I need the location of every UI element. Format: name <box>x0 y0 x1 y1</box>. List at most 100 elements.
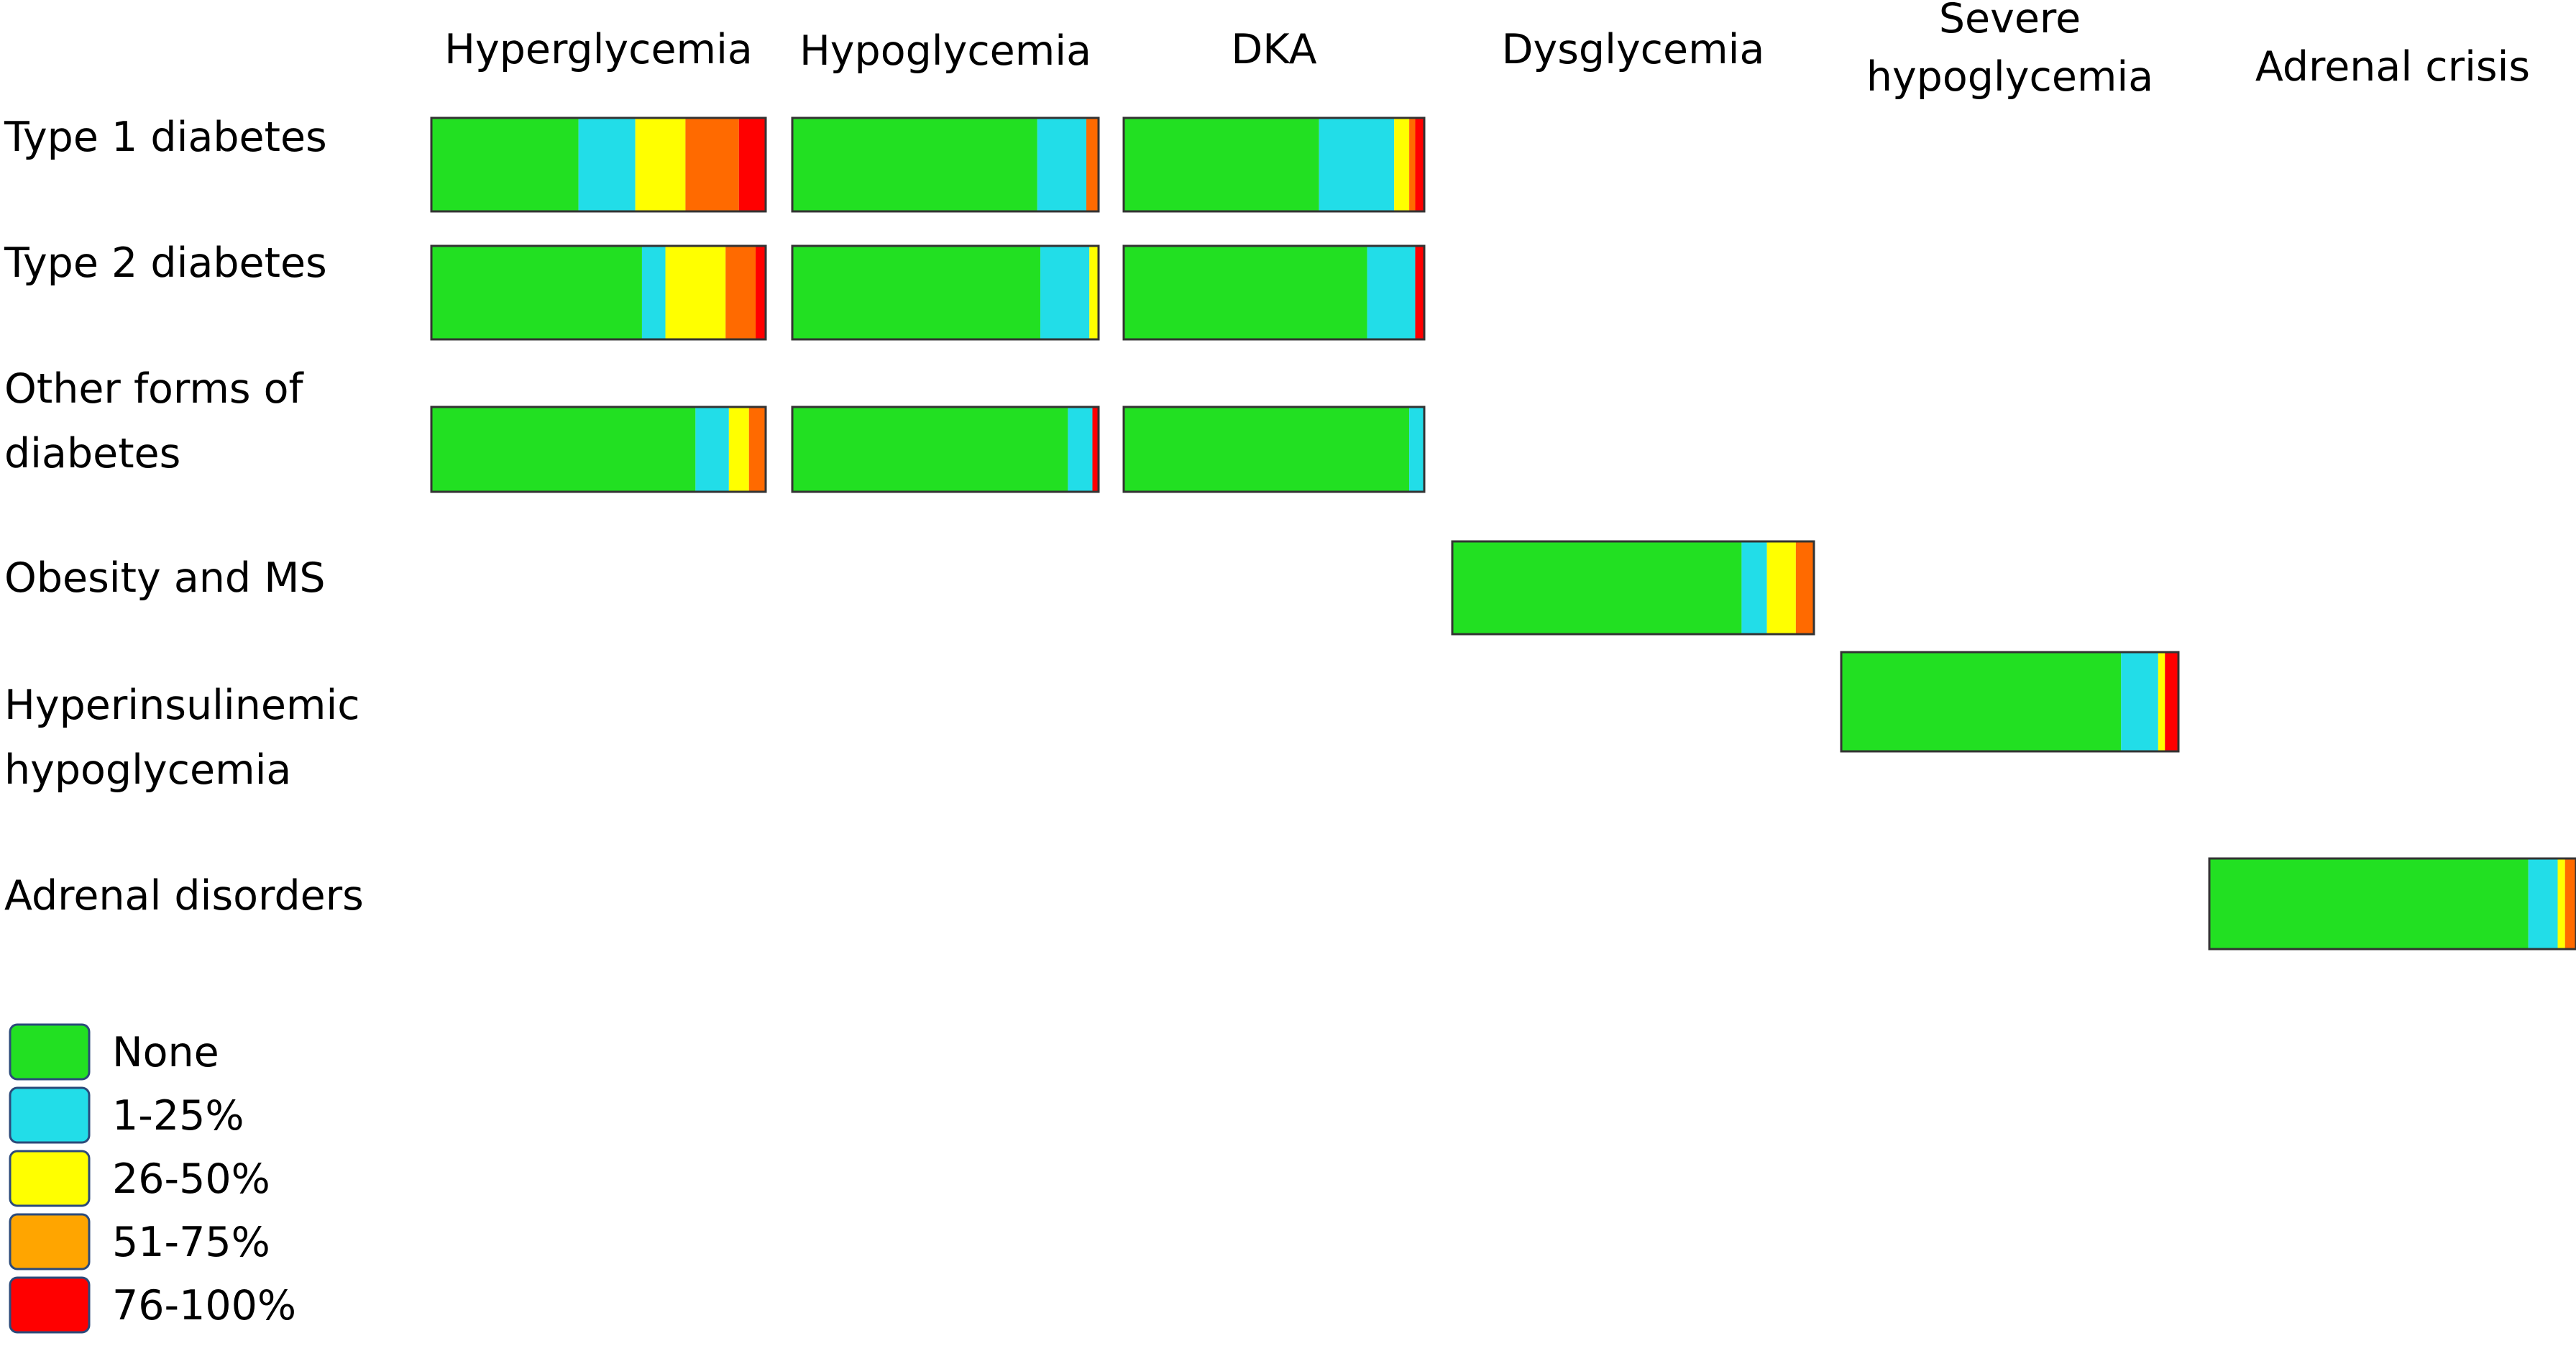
legend-label-p51-75: 51-75% <box>112 1219 270 1266</box>
segment-type-2-diabetes-hyperglycemia-p76-100 <box>756 246 766 339</box>
legend-label-none: None <box>112 1029 219 1076</box>
segment-type-1-diabetes-hyperglycemia-p1-25 <box>578 118 636 211</box>
bar-adrenal-disorders-adrenal-crisis <box>2208 857 2576 951</box>
segment-type-2-diabetes-hyperglycemia-p26-50 <box>665 246 726 339</box>
segment-other-forms-of-diabetes-hyperglycemia-p26-50 <box>728 407 749 492</box>
segment-type-2-diabetes-dka-p1-25 <box>1367 246 1416 339</box>
bar-obesity-and-ms-dysglycemia <box>1451 540 1815 636</box>
bar-other-forms-of-diabetes-hyperglycemia <box>430 406 767 493</box>
legend-item-p26-50: 26-50% <box>9 1150 270 1207</box>
segment-type-2-diabetes-hyperglycemia-p51-75 <box>725 246 756 339</box>
bar-outline-hyperinsulinemic-hypoglycemia-severe-hypoglycemia <box>1840 651 2180 753</box>
legend-swatch-p26-50 <box>9 1150 91 1207</box>
bar-hyperinsulinemic-hypoglycemia-severe-hypoglycemia <box>1840 651 2180 753</box>
segment-other-forms-of-diabetes-hypoglycemia-p76-100 <box>1092 407 1099 492</box>
row-label-other-forms-of-diabetes-line-1: Other forms of <box>4 365 305 413</box>
bar-outline-type-1-diabetes-dka <box>1122 116 1426 213</box>
segment-type-1-diabetes-dka-p1-25 <box>1319 118 1395 211</box>
segment-type-1-diabetes-hypoglycemia-p1-25 <box>1037 118 1086 211</box>
segment-type-2-diabetes-hypoglycemia-none <box>792 246 1041 339</box>
segment-other-forms-of-diabetes-hyperglycemia-none <box>431 407 696 492</box>
segment-type-1-diabetes-hypoglycemia-none <box>792 118 1037 211</box>
segment-adrenal-disorders-adrenal-crisis-p1-25 <box>2528 858 2558 949</box>
row-label-other-forms-of-diabetes-line-2: diabetes <box>4 430 180 477</box>
column-header-severe-hypoglycemia-line-1: Severe <box>1939 0 2081 42</box>
segment-type-2-diabetes-dka-p76-100 <box>1415 246 1424 339</box>
bar-type-2-diabetes-hypoglycemia <box>791 244 1100 341</box>
bar-type-2-diabetes-dka <box>1122 244 1426 341</box>
segment-type-2-diabetes-dka-none <box>1124 246 1367 339</box>
legend-label-p26-50: 26-50% <box>112 1155 270 1203</box>
segment-type-2-diabetes-hypoglycemia-p1-25 <box>1040 246 1090 339</box>
bar-outline-type-2-diabetes-dka <box>1122 244 1426 341</box>
segment-obesity-and-ms-dysglycemia-p26-50 <box>1766 541 1796 634</box>
row-label-type-1-diabetes: Type 1 diabetes <box>4 114 327 161</box>
bar-outline-type-2-diabetes-hyperglycemia <box>430 244 767 341</box>
segment-type-1-diabetes-hyperglycemia-p76-100 <box>738 118 766 211</box>
segment-type-2-diabetes-hypoglycemia-p26-50 <box>1089 246 1099 339</box>
segment-type-1-diabetes-dka-p51-75 <box>1409 118 1416 211</box>
segment-hyperinsulinemic-hypoglycemia-severe-hypoglycemia-p76-100 <box>2165 652 2178 751</box>
column-header-hypoglycemia: Hypoglycemia <box>799 27 1091 75</box>
bar-type-1-diabetes-dka <box>1122 116 1426 213</box>
bar-outline-other-forms-of-diabetes-hypoglycemia <box>791 406 1100 493</box>
legend: None 1-25% 26-50% 51-75% 76-100% <box>9 1023 296 1334</box>
column-headers: Hyperglycemia Hypoglycemia DKA Dysglycemia S… <box>444 0 2530 101</box>
column-header-hyperglycemia: Hyperglycemia <box>444 26 753 73</box>
segment-type-1-diabetes-hyperglycemia-p26-50 <box>635 118 686 211</box>
bar-type-1-diabetes-hypoglycemia <box>791 116 1100 213</box>
segment-obesity-and-ms-dysglycemia-p1-25 <box>1741 541 1767 634</box>
bar-type-1-diabetes-hyperglycemia <box>430 116 767 213</box>
bar-outline-type-2-diabetes-hypoglycemia <box>791 244 1100 341</box>
legend-item-none: None <box>9 1023 219 1081</box>
bar-outline-adrenal-disorders-adrenal-crisis <box>2208 857 2576 951</box>
column-header-adrenal-crisis: Adrenal crisis <box>2255 43 2530 91</box>
segment-type-1-diabetes-hypoglycemia-p51-75 <box>1086 118 1099 211</box>
legend-swatch-p1-25 <box>9 1086 91 1144</box>
segment-hyperinsulinemic-hypoglycemia-severe-hypoglycemia-none <box>1841 652 2122 751</box>
row-label-adrenal-disorders: Adrenal disorders <box>4 872 364 920</box>
segment-other-forms-of-diabetes-hyperglycemia-p1-25 <box>695 407 729 492</box>
segment-obesity-and-ms-dysglycemia-none <box>1452 541 1742 634</box>
legend-swatch-p51-75 <box>9 1213 91 1270</box>
segment-adrenal-disorders-adrenal-crisis-p26-50 <box>2557 858 2565 949</box>
row-label-type-2-diabetes: Type 2 diabetes <box>4 239 327 287</box>
bar-outline-obesity-and-ms-dysglycemia <box>1451 540 1815 636</box>
legend-item-p51-75: 51-75% <box>9 1213 270 1270</box>
segment-other-forms-of-diabetes-hyperglycemia-p51-75 <box>748 407 766 492</box>
segment-type-1-diabetes-hyperglycemia-p51-75 <box>685 118 739 211</box>
segment-type-1-diabetes-dka-p26-50 <box>1394 118 1410 211</box>
segment-other-forms-of-diabetes-dka-p1-25 <box>1409 407 1424 492</box>
legend-label-p1-25: 1-25% <box>112 1092 244 1140</box>
column-header-dka: DKA <box>1231 26 1316 73</box>
row-label-obesity-and-ms: Obesity and MS <box>4 554 326 602</box>
segment-type-1-diabetes-hyperglycemia-none <box>431 118 579 211</box>
segment-other-forms-of-diabetes-hypoglycemia-p1-25 <box>1068 407 1093 492</box>
segment-type-2-diabetes-hyperglycemia-none <box>431 246 642 339</box>
bar-outline-other-forms-of-diabetes-dka <box>1122 406 1426 493</box>
segment-other-forms-of-diabetes-hypoglycemia-none <box>792 407 1068 492</box>
segment-type-1-diabetes-dka-none <box>1124 118 1319 211</box>
segment-type-1-diabetes-dka-p76-100 <box>1415 118 1424 211</box>
legend-label-p76-100: 76-100% <box>112 1282 296 1329</box>
bar-outline-type-1-diabetes-hypoglycemia <box>791 116 1100 213</box>
segment-type-2-diabetes-hyperglycemia-p1-25 <box>641 246 666 339</box>
bar-type-2-diabetes-hyperglycemia <box>430 244 767 341</box>
row-label-hyperinsulinemic-hypoglycemia-line-2: hypoglycemia <box>4 746 291 794</box>
segment-adrenal-disorders-adrenal-crisis-none <box>2209 858 2529 949</box>
segment-other-forms-of-diabetes-dka-none <box>1124 407 1410 492</box>
bar-other-forms-of-diabetes-dka <box>1122 406 1426 493</box>
segment-adrenal-disorders-adrenal-crisis-p51-75 <box>2564 858 2576 949</box>
segment-hyperinsulinemic-hypoglycemia-severe-hypoglycemia-p26-50 <box>2158 652 2165 751</box>
column-header-dysglycemia: Dysglycemia <box>1502 26 1765 73</box>
bar-outline-type-1-diabetes-hyperglycemia <box>430 116 767 213</box>
column-header-severe-hypoglycemia-line-2: hypoglycemia <box>1866 53 2153 101</box>
bar-other-forms-of-diabetes-hypoglycemia <box>791 406 1100 493</box>
bar-outline-other-forms-of-diabetes-hyperglycemia <box>430 406 767 493</box>
legend-item-p76-100: 76-100% <box>9 1276 296 1334</box>
legend-swatch-none <box>9 1023 91 1081</box>
segment-hyperinsulinemic-hypoglycemia-severe-hypoglycemia-p1-25 <box>2121 652 2158 751</box>
stacked-bars <box>430 116 2576 951</box>
